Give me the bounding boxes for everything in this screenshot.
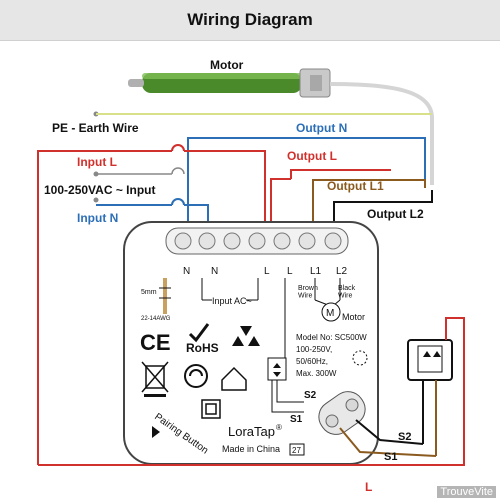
output-l1-wire	[312, 179, 426, 232]
input-ac-text: Input AC~	[212, 296, 252, 306]
output-l-wire-b	[290, 169, 391, 179]
recycle-icon	[232, 326, 260, 346]
terminal-l2: L	[287, 266, 293, 277]
watermark: TrouveVite	[437, 486, 496, 498]
internal-s2-line	[276, 380, 304, 403]
internal-s1-label: S1	[290, 414, 303, 425]
output-l2-wire	[333, 190, 433, 232]
supply-dot-2	[93, 197, 99, 203]
ext-s2-label: S2	[398, 431, 411, 443]
weee-bin-icon	[141, 361, 169, 397]
internal-switch-icon	[267, 357, 287, 381]
output-l1-label: Output L1	[327, 179, 384, 193]
output-l2-label: Output L2	[367, 207, 424, 221]
awg-text: 22-14AWG	[141, 316, 171, 322]
motor-top-label: Motor	[210, 58, 244, 72]
internal-s1-line	[271, 380, 304, 413]
output-n-label: Output N	[296, 121, 347, 135]
rohs-mark: RoHS	[186, 341, 219, 355]
supply-label: 100-250VAC ~ Input	[44, 183, 155, 197]
supply-hop-1	[171, 167, 185, 175]
green-dot-icon	[184, 364, 208, 388]
motor-symbol-circle	[321, 302, 341, 322]
terminal-screws	[174, 232, 342, 250]
bottom-l-label: L	[365, 480, 372, 494]
internal-wiring	[201, 278, 341, 360]
model-text: Model No: SC500W	[296, 333, 367, 342]
red-bottom-loop	[38, 317, 465, 466]
ext-s2-wire	[355, 419, 424, 445]
red-hop-1	[171, 144, 185, 152]
input-l-label: Input L	[77, 155, 117, 169]
terminal-n2: N	[211, 266, 218, 277]
indoor-use-icon	[221, 366, 247, 391]
terminal-out-l1: L1	[310, 266, 322, 277]
input-n-hop	[171, 198, 185, 206]
input-n-label: Input N	[77, 211, 118, 225]
output-n-wire	[187, 137, 426, 232]
tubular-motor	[128, 68, 331, 98]
title-bar: Wiring Diagram	[0, 0, 500, 41]
red-to-device-l	[184, 150, 266, 232]
s1-s2-terminal-block	[318, 391, 366, 435]
made-in-text: Made in China	[222, 444, 280, 454]
terminal-n1: N	[183, 266, 190, 277]
red-left-wire	[37, 150, 172, 465]
brand-reg: ®	[276, 423, 282, 432]
diagram-title: Wiring Diagram	[187, 10, 313, 29]
wire-strip-gauge	[159, 278, 171, 314]
dashed-circle-icon	[352, 350, 368, 366]
terminal-out-l2: L2	[336, 266, 348, 277]
brand-name: LoraTap	[228, 424, 275, 439]
badge-box	[289, 443, 305, 456]
output-l-label: Output L	[287, 149, 337, 163]
spec-line-2: 50/60Hz,	[296, 357, 328, 366]
ext-s1-wire	[339, 427, 437, 457]
terminal-l1: L	[264, 266, 270, 277]
motor-symbol-letter: M	[326, 308, 334, 319]
double-insulation-icon	[201, 399, 221, 419]
pe-label: PE - Earth Wire	[52, 121, 139, 135]
ext-s1-label: S1	[384, 451, 397, 463]
spec-line-3: Max. 300W	[296, 369, 337, 378]
ce-mark: CE	[140, 330, 171, 355]
internal-s2-label: S2	[304, 390, 317, 401]
spec-line-1: 100-250V,	[296, 345, 332, 354]
badge-text: 27	[292, 446, 301, 455]
motor-symbol-label: Motor	[342, 312, 365, 322]
checkmark-icon	[188, 323, 210, 343]
output-l-wire-a	[270, 178, 291, 232]
wire-size-text: 5mm	[141, 289, 157, 296]
external-switch[interactable]	[407, 339, 453, 381]
